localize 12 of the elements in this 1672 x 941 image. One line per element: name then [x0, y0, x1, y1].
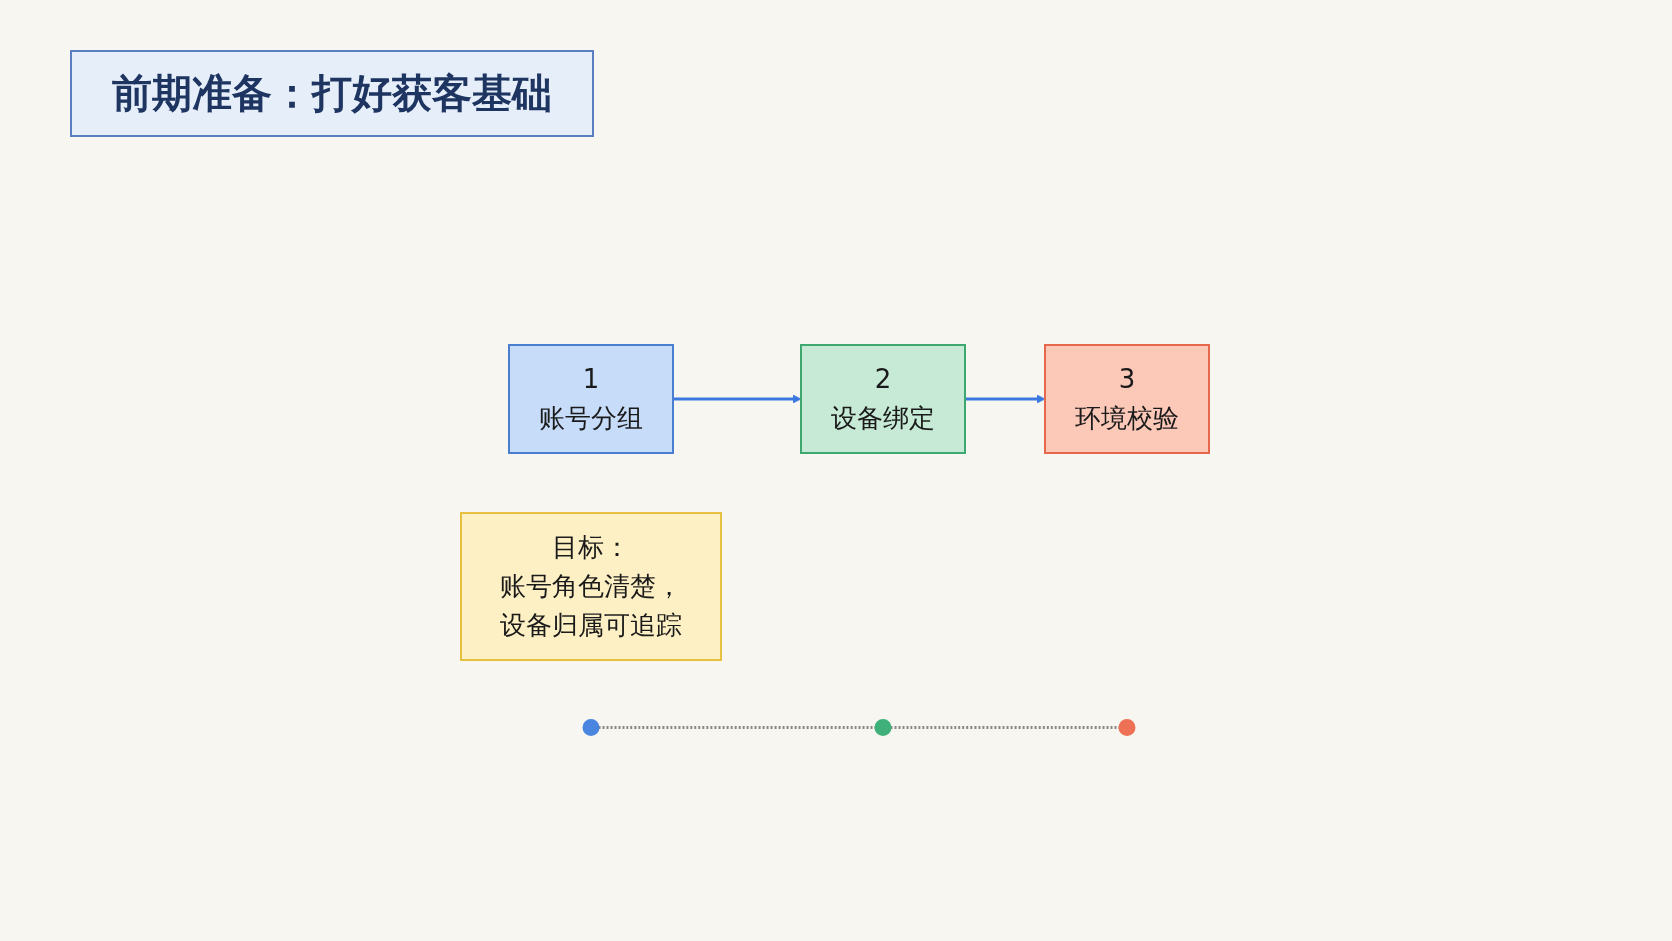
arrow: [965, 394, 1046, 404]
node-circle: [874, 719, 892, 736]
node-box: 3 环境校验: [1044, 344, 1210, 454]
node-circle: [1118, 719, 1136, 736]
connector: [598, 726, 876, 729]
node-box: 目标： 账号角色清楚，设备归属可追踪: [460, 512, 722, 661]
node-box: 2 设备绑定: [800, 344, 966, 454]
arrow: [673, 394, 802, 404]
connector: [890, 726, 1120, 729]
node-circle: [582, 719, 600, 736]
node-box: 1 账号分组: [508, 344, 674, 454]
title-banner: 前期准备：打好获客基础: [70, 50, 594, 137]
